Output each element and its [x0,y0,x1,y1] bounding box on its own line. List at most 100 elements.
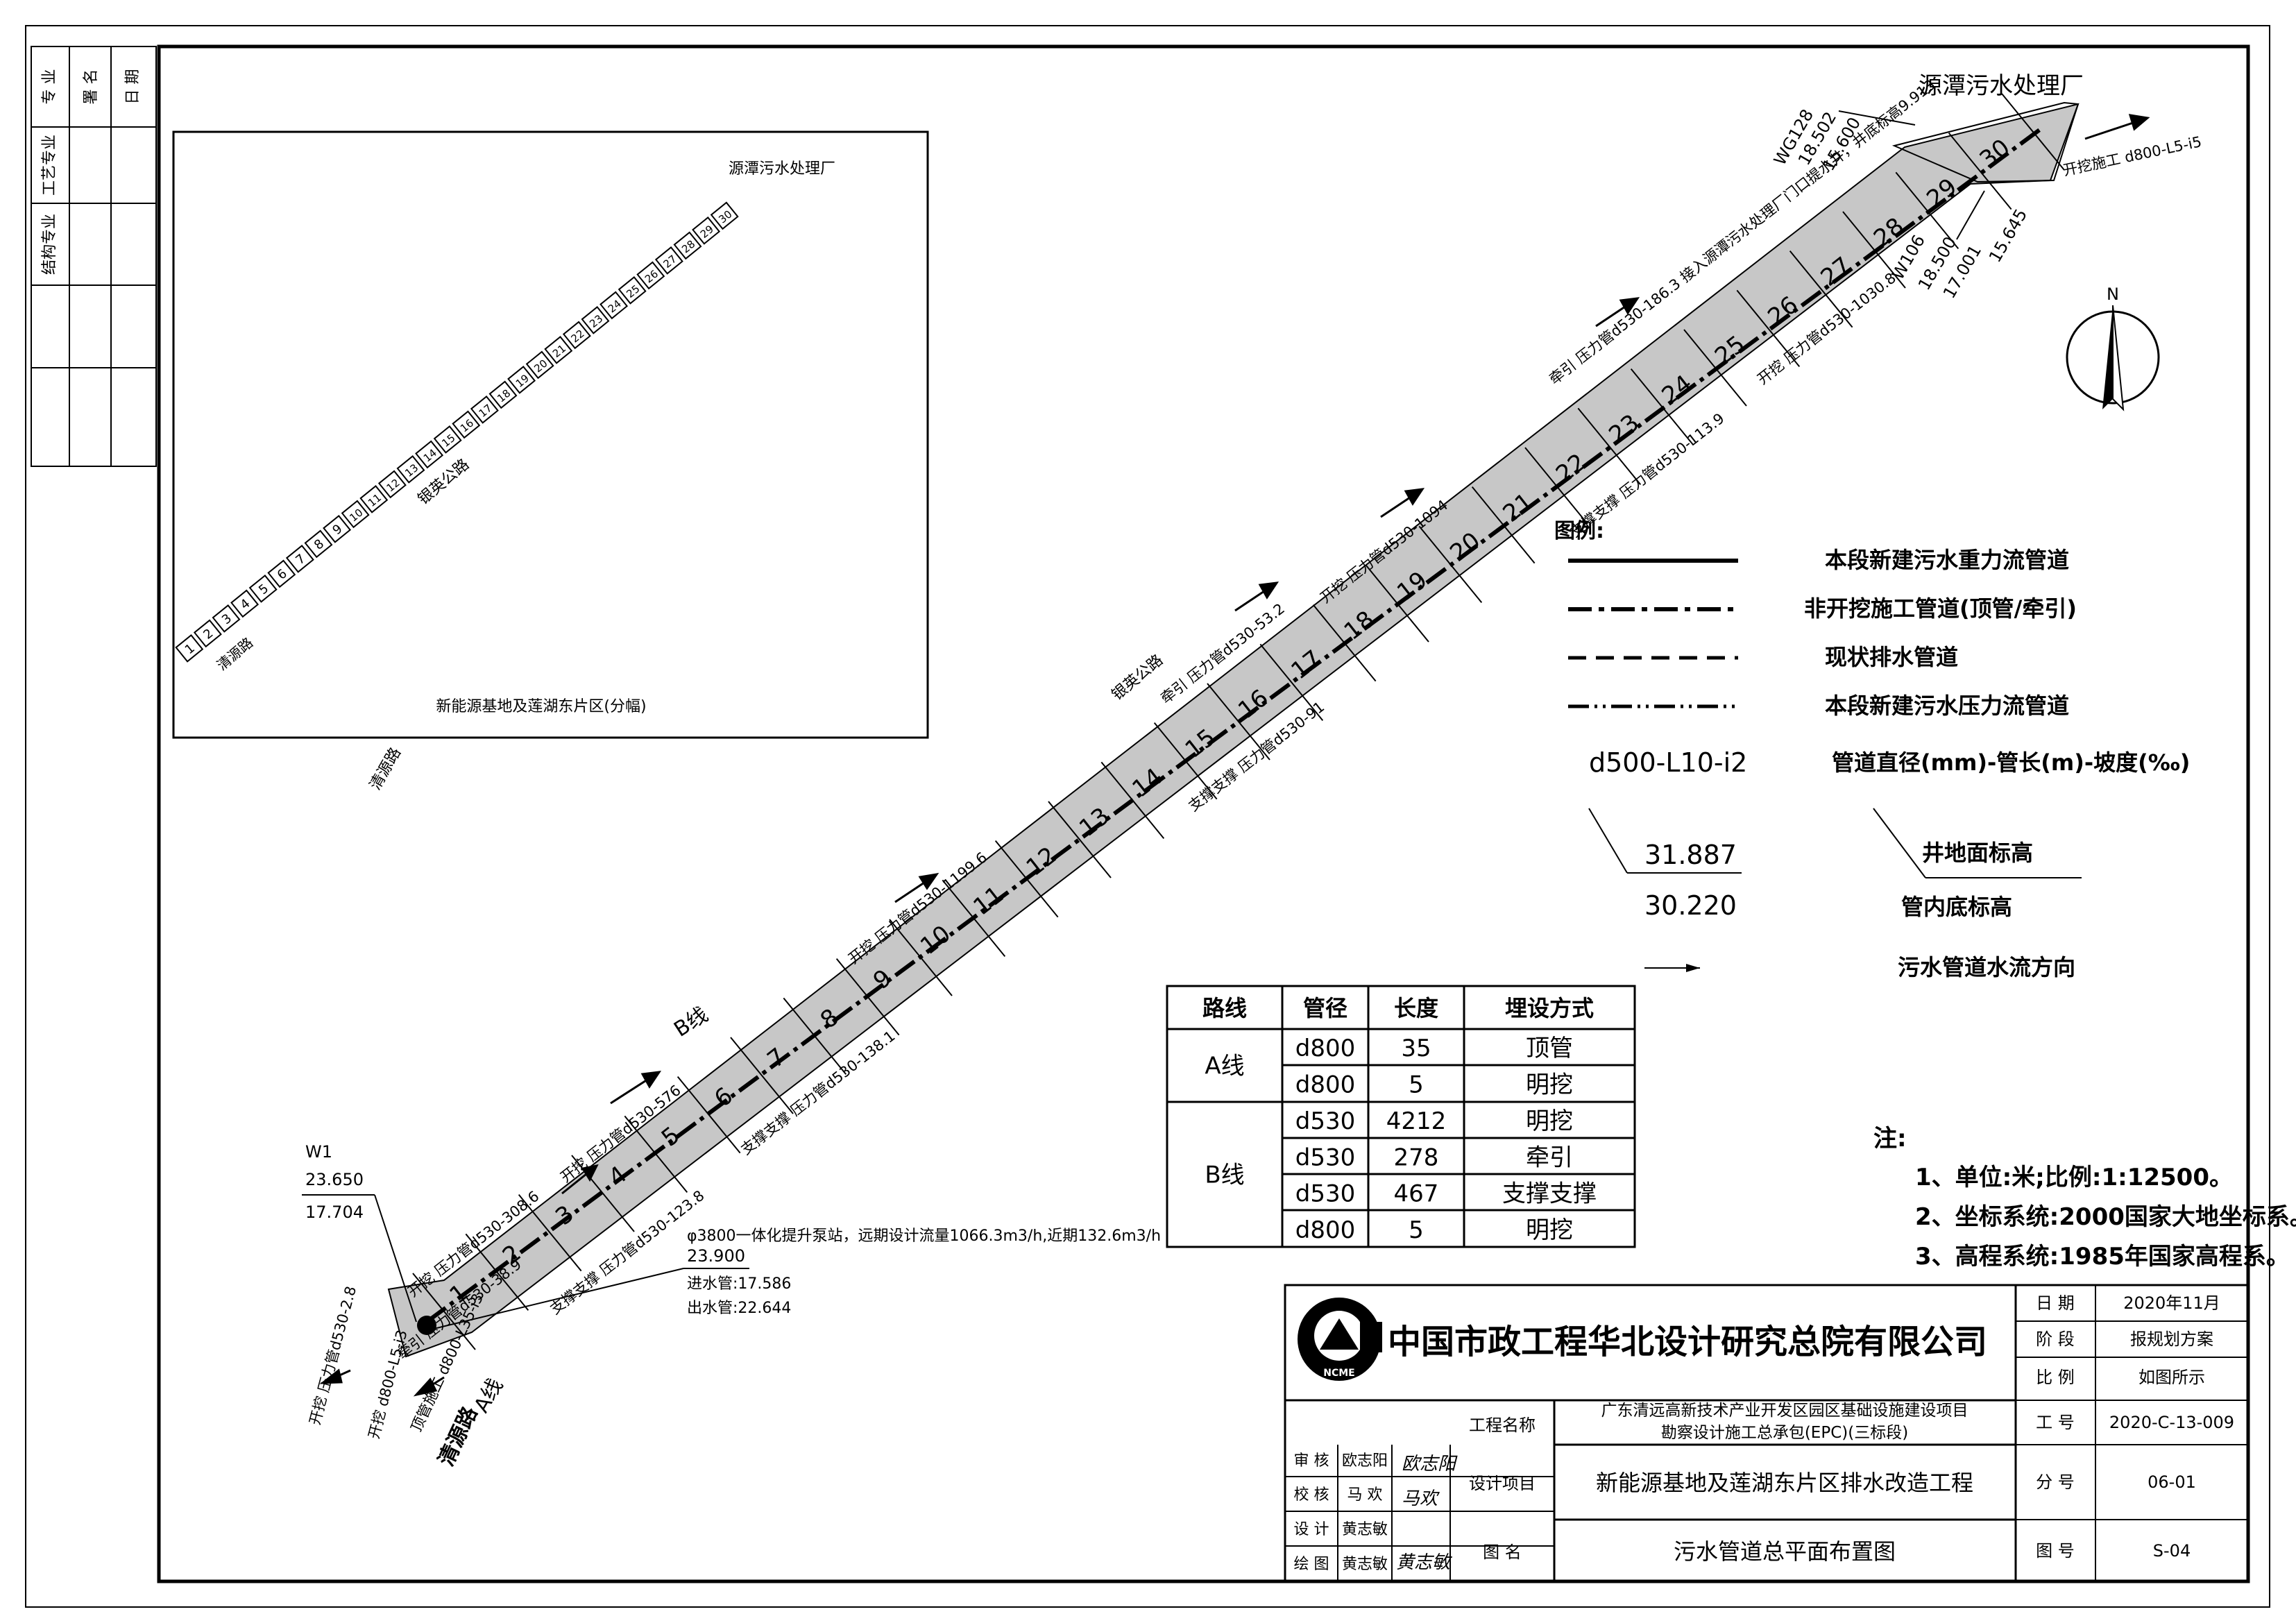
table-route: A线 [1205,1053,1244,1080]
drawing-value: 污水管道总平面布置图 [1674,1538,1896,1565]
overview-cell: 26 [636,261,665,290]
legend-ground-desc: 井地面标高 [1922,840,2033,866]
w1-tag: W1 23.650 17.704 [302,1142,417,1323]
overview-cell: 12 [377,470,407,499]
overview-cell-label: 13 [402,461,420,479]
notes-title: 注: [1873,1125,1907,1153]
pump-station-symbol [417,1316,436,1335]
flow-arrows [319,114,2150,1397]
plant-label: 源潭污水处理厂 [1919,72,2084,100]
side-label-structure: 结构专业 [41,214,58,275]
overview-cell: 30 [710,201,739,230]
notes: 注: 1、单位:米;比例:1:12500。 2、坐标系统:2000国家大地坐标系… [1873,1125,2296,1271]
overview-cell: 16 [452,410,481,439]
side-column [31,46,157,467]
table-cell: 顶管 [1526,1035,1573,1062]
info-value: 06-01 [2148,1472,2196,1492]
table-cell: d530 [1295,1180,1355,1208]
info-label: 分 号 [2036,1472,2075,1492]
table-header: 路线 [1202,995,1247,1021]
inner-frame [157,44,2250,1583]
overview-cell: 28 [673,231,702,260]
overview-cell-label: 22 [569,327,587,345]
table-cell: 278 [1394,1144,1439,1171]
pump-inlet: 进水管:17.586 [687,1275,791,1293]
segment-divider [1577,407,1642,485]
overview-cell-label: 30 [716,207,734,226]
segment-divider [1789,250,1853,328]
road-yinying: 银英公路 [1109,652,1166,704]
overview-cell: 29 [692,216,721,245]
signatures: 欧志阳 马欢 黄志敏 [1396,1454,1458,1573]
legend-item-2: 非开挖施工管道(顶管/牵引) [1804,595,2077,622]
overview-cell-label: 20 [532,357,550,375]
side-label-process: 工艺专业 [41,135,58,196]
overview-plant-label: 源潭污水处理厂 [729,160,835,178]
pump-desc: φ3800一体化提升泵站，远期设计流量1066.3m3/h,近期132.6m3/… [687,1227,1161,1245]
table-header: 埋设方式 [1505,995,1594,1021]
overview-cell-label: 23 [587,312,605,330]
overview-cell-label: 10 [347,506,365,524]
people-name: 黄志敏 [1342,1521,1388,1538]
overview-cell: 14 [415,440,444,469]
people-role: 绘 图 [1294,1556,1329,1573]
table-cell: 牵引 [1526,1144,1573,1171]
plant-outline [1891,101,2080,183]
overview-segments: 1234567891011121314151617181920212223242… [175,201,739,663]
overview-cell-label: 29 [698,223,716,241]
overview-cell-label: 24 [606,297,624,315]
signature-reviewer: 欧志阳 [1402,1454,1458,1475]
overview-cell-label: 12 [384,476,402,494]
project-label: 工程名称 [1469,1416,1536,1435]
overview-start-label: 清源路 [214,634,256,674]
overview-cell-label: 27 [661,253,679,271]
design-label: 设计项目 [1469,1474,1536,1493]
w1-id: W1 [305,1142,332,1162]
overview-cell: 15 [433,425,462,454]
legend-item-3: 现状排水管道 [1825,644,1958,670]
logo-text: NCME [1323,1368,1355,1379]
design-value: 新能源基地及莲湖东片区排水改造工程 [1596,1470,1973,1496]
table-route: B线 [1205,1162,1244,1189]
road-qingyuan-b: 清源路 [367,745,405,793]
overview-cell-label: 18 [495,386,513,405]
info-value: 2020-C-13-009 [2109,1413,2234,1432]
info-label: 阶 段 [2036,1329,2075,1349]
overview-cell: 24 [599,291,629,320]
legend-code-desc: 管道直径(mm)-管长(m)-坡度(‰) [1832,749,2190,776]
table-header: 管径 [1303,995,1347,1021]
overview-cell: 2 [193,619,222,648]
line-b-label: B线 [670,1003,712,1042]
overview-cell-label: 17 [477,402,495,420]
pump-tag: φ3800一体化提升泵站，远期设计流量1066.3m3/h,近期132.6m3/… [433,1227,1161,1329]
legend-invert-desc: 管内底标高 [1901,894,2012,920]
segment-divider [1736,289,1801,367]
info-label: 日 期 [2036,1293,2075,1313]
table-header: 长度 [1394,995,1438,1021]
info-label: 比 例 [2036,1368,2075,1387]
pressure-main-line [425,125,2045,1324]
info-value: S-04 [2153,1541,2191,1561]
people-role: 审 核 [1294,1452,1329,1470]
overview-cell: 22 [562,321,591,350]
overview-cell: 19 [507,366,536,394]
overview-cell-label: 26 [643,267,661,285]
side-label-discipline: 专 业 [41,69,58,105]
people-name: 黄志敏 [1342,1556,1388,1573]
info-label: 图 号 [2036,1541,2075,1561]
project-line-2: 勘察设计施工总承包(EPC)(三标段) [1661,1424,1908,1442]
overview-map: 1234567891011121314151617181920212223242… [172,130,929,739]
road-qingyuan-a: 清源路 [434,1402,483,1470]
segment-divider [2001,93,2065,171]
table-cell: 35 [1401,1035,1431,1062]
overview-cell-label: 19 [513,372,532,390]
table-cell: d800 [1295,1035,1355,1062]
info-value: 2020年11月 [2123,1293,2220,1313]
segment-divider [1259,643,1324,721]
info-label: 工 号 [2036,1413,2075,1432]
overview-cell: 13 [396,455,425,484]
overview-cell: 9 [323,515,352,543]
